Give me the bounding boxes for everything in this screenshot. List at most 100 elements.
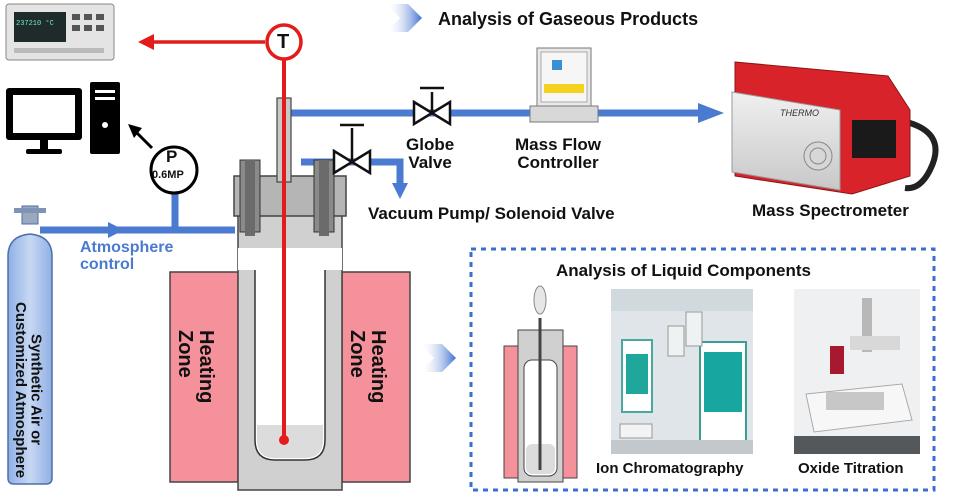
thermocouple <box>138 23 303 445</box>
temperature-display-unit <box>5 3 115 61</box>
sketch-pipette-bulb <box>533 285 547 315</box>
mfc-base <box>529 105 599 123</box>
liquid-analysis-title: Analysis of Liquid Components <box>556 261 812 280</box>
mass-flow-controller <box>529 47 599 123</box>
drive-slot-1 <box>95 90 115 93</box>
vacuum-flow-arrow <box>392 183 408 199</box>
pressure-gauge-value: 0.6MP <box>152 170 184 181</box>
reactor <box>233 97 347 491</box>
liner-tube <box>254 270 326 461</box>
bolt-left-shank <box>245 160 255 236</box>
gauge-signal-line <box>134 130 154 150</box>
cylinder-handle <box>14 208 46 213</box>
sketch-heater-left <box>503 345 519 479</box>
meter-screen <box>14 12 66 42</box>
oxide-titration-label: Oxide Titration <box>798 460 904 477</box>
computer-icon <box>6 82 120 154</box>
ms-fan-ring <box>809 147 827 165</box>
atmosphere-label-line-1: Atmosphere <box>80 239 174 256</box>
power-button <box>102 122 108 128</box>
heating-zone-right-line-2: Zone <box>346 330 368 378</box>
ion-chromatography-photo <box>611 289 753 454</box>
pressure-gauge-symbol: P <box>166 147 178 166</box>
outlet-flow-arrow <box>698 103 724 123</box>
mass-spectrometer <box>731 61 939 195</box>
ic-module-left-window <box>626 354 648 394</box>
ot-bench <box>794 436 920 454</box>
pressure-gauge-circle <box>149 145 199 195</box>
heating-zone-left <box>169 271 239 483</box>
heating-zone-right-line-1: Heating <box>367 330 389 404</box>
globe-valve-body <box>412 99 452 127</box>
sketch-heater-right <box>562 345 578 479</box>
meter-key-5 <box>84 25 92 31</box>
monitor-screen <box>13 95 75 133</box>
gas-analysis-title: Analysis of Gaseous Products <box>438 9 699 29</box>
meter-key-6 <box>96 25 104 31</box>
vacuum-pump-label: Vacuum Pump/ Solenoid Valve <box>368 204 615 223</box>
mfc-label-line-2: Controller <box>517 152 599 172</box>
thermocouple-tip <box>279 435 289 445</box>
ot-arm <box>850 336 900 350</box>
ic-module-right-window <box>704 352 742 412</box>
mfc-label-strip <box>544 84 584 93</box>
heating-zone-left-line-1: Heating <box>195 330 217 404</box>
reactor-inner-gap <box>238 248 342 270</box>
atmosphere-label-line-2: control <box>80 255 135 273</box>
ic-photo-ceiling <box>611 289 753 311</box>
thermocouple-symbol: T <box>277 31 290 53</box>
sampling-sketch <box>503 285 578 483</box>
cylinder-body <box>7 233 53 485</box>
ms-cable <box>897 117 939 192</box>
ot-display-area <box>826 392 884 410</box>
ms-fan <box>803 141 833 171</box>
heating-zone-right-label: Heating Zone <box>346 330 389 440</box>
mfc-face <box>540 51 588 103</box>
solenoid-valve-body <box>332 148 372 176</box>
mfc-label-line-1: Mass Flow <box>515 135 601 154</box>
monitor-neck <box>40 140 48 149</box>
inlet-flow-arrow <box>108 222 124 238</box>
meter-terminals <box>14 48 104 53</box>
ion-chromatography-label: Ion Chromatography <box>596 460 744 477</box>
oxide-titration-photo <box>794 289 920 454</box>
ic-bench <box>611 440 753 454</box>
gas-analysis-arrow-icon <box>386 4 422 32</box>
globe-valve-label: Globe Valve <box>406 136 454 172</box>
liquid-analysis-arrow-icon <box>420 344 456 372</box>
ic-bottle-1 <box>667 325 685 357</box>
ot-beaker <box>830 346 844 374</box>
mass-spectrometer-label: Mass Spectrometer <box>752 201 909 220</box>
ot-burette <box>862 298 872 352</box>
globe-valve[interactable] <box>412 86 452 127</box>
cylinder-label-line-2: Customized Atmosphere <box>11 301 29 479</box>
drive-slot-2 <box>95 97 115 100</box>
cylinder-label-line-1: Synthetic Air or <box>27 334 45 446</box>
globe-valve-label-line-2: Valve <box>408 152 452 172</box>
ot-photo-bg <box>794 289 920 454</box>
globe-valve-label-line-1: Globe <box>406 135 455 154</box>
mass-spec-brand: THERMO <box>780 108 819 118</box>
mass-flow-controller-label: Mass Flow Controller <box>515 136 601 172</box>
signal-arrow <box>138 34 154 50</box>
heating-zone-left-line-2: Zone <box>174 330 196 378</box>
ic-bottle-2 <box>685 311 703 347</box>
meter-reading: 237210 °C <box>16 20 54 28</box>
ms-screen <box>852 120 896 158</box>
atmosphere-control-label: Atmosphere control <box>80 239 174 274</box>
gas-cylinder <box>7 205 53 485</box>
solenoid-valve[interactable] <box>332 123 372 176</box>
gauge-signal-arrow <box>128 124 142 138</box>
mfc-logo <box>552 60 562 70</box>
ic-controller <box>619 423 653 439</box>
meter-key-1 <box>72 14 80 20</box>
heating-zone-left-label: Heating Zone <box>174 330 217 440</box>
meter-key-3 <box>96 14 104 20</box>
bolt-right-shank <box>319 160 329 236</box>
meter-key-2 <box>84 14 92 20</box>
thermocouple-circle <box>265 23 303 61</box>
monitor-base <box>26 149 62 154</box>
liquid-level <box>257 425 323 458</box>
cylinder-label: Synthetic Air or Customized Atmosphere <box>11 300 45 480</box>
